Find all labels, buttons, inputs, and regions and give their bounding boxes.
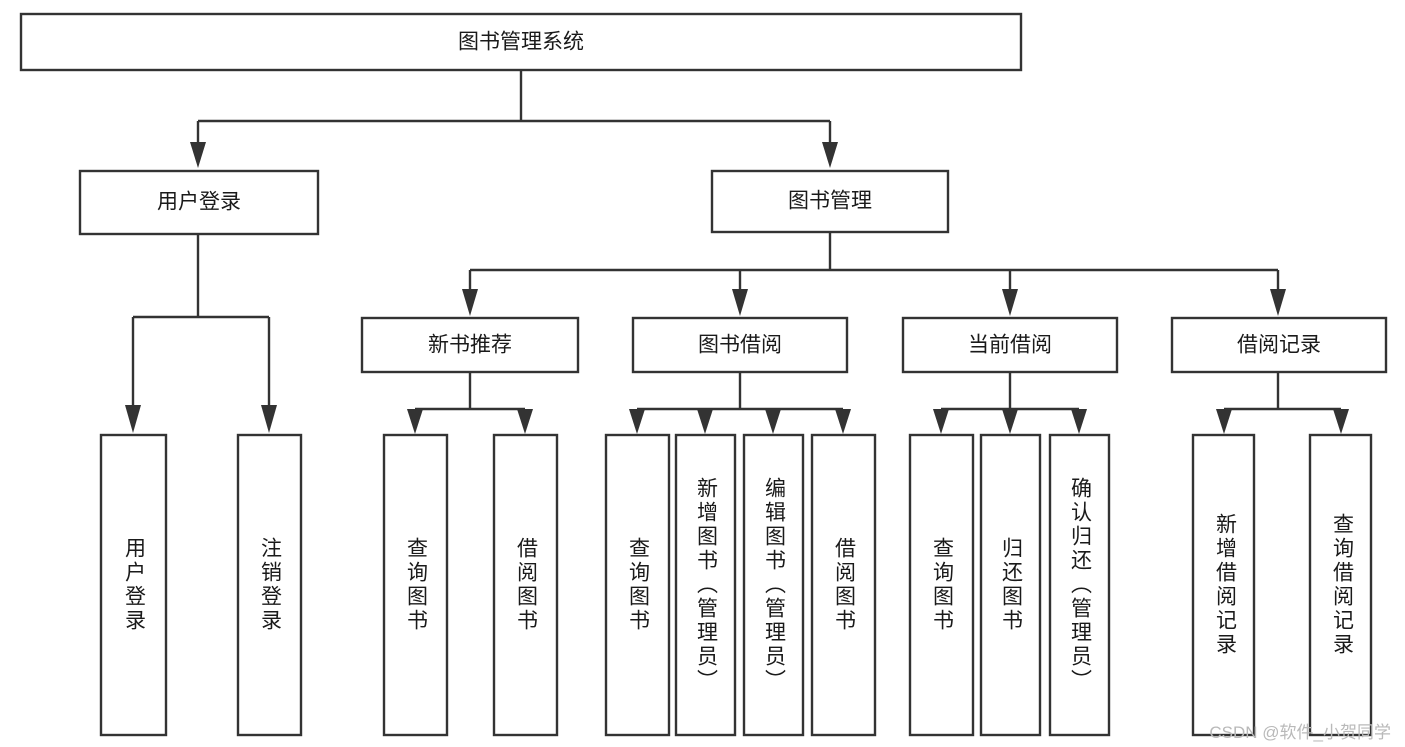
arrow-root-to-user-login [190,142,206,168]
node-leaf-user-logout[interactable]: 注销登录 [236,433,303,737]
arrow-br-leaf-1 [1216,409,1232,434]
node-leaf-return-book-label: 归还图书 [999,537,1023,633]
node-leaf-query-record[interactable]: 查询借阅记录 [1308,433,1373,737]
node-book-manage-box[interactable] [710,169,950,234]
node-leaf-user-logout-label: 注销登录 [258,537,282,633]
node-leaf-query-record-label: 查询借阅记录 [1330,513,1354,657]
arrow-bb-leaf-1 [629,409,645,434]
node-book-borrow[interactable]: 图书借阅 [631,316,849,374]
node-new-book-recommend-label: 新书推荐 [428,334,512,357]
node-leaf-borrow-book-1-label: 借阅图书 [514,537,538,633]
node-leaf-query-book-1-box[interactable] [382,433,449,737]
edge-group-current-borrow [933,372,1087,434]
node-root[interactable]: 图书管理系统 [19,12,1023,72]
node-leaf-query-book-3[interactable]: 查询图书 [908,433,975,737]
edge-group-root [190,70,838,168]
node-leaf-query-book-2-box[interactable] [604,433,671,737]
node-leaf-borrow-book-1[interactable]: 借阅图书 [492,433,559,737]
node-leaf-query-book-2[interactable]: 查询图书 [604,433,671,737]
node-leaf-user-logout-box[interactable] [236,433,303,737]
arrow-bb-leaf-3 [765,409,781,434]
edge-group-new-book-recommend [407,372,533,434]
arrow-root-to-book-manage [822,142,838,168]
node-leaf-borrow-book-2-label: 借阅图书 [832,537,856,633]
node-leaf-confirm-return[interactable]: 确认归还（管理员） [1048,433,1111,737]
node-root-label: 图书管理系统 [458,31,584,54]
edge-group-borrow-record [1216,372,1349,434]
node-leaf-return-book-box[interactable] [979,433,1042,737]
arrow-cb-leaf-2 [1002,409,1018,434]
node-leaf-add-record[interactable]: 新增借阅记录 [1191,433,1256,737]
node-leaf-query-book-2-label: 查询图书 [626,537,650,633]
node-leaf-borrow-book-2-box[interactable] [810,433,877,737]
arrow-bm-current-borrow [1002,289,1018,316]
node-user-login-box[interactable] [78,169,320,236]
arrow-cb-leaf-3 [1071,409,1087,434]
node-book-borrow-label: 图书借阅 [698,334,782,357]
node-borrow-record-label: 借阅记录 [1237,334,1321,357]
node-root-box[interactable] [19,12,1023,72]
edge-group-user-login [125,235,277,433]
node-leaf-query-book-1-label: 查询图书 [404,537,428,633]
edge-group-book-manage [462,232,1286,316]
node-new-book-recommend-box[interactable] [360,316,580,374]
node-leaf-return-book[interactable]: 归还图书 [979,433,1042,737]
node-leaf-borrow-book-2[interactable]: 借阅图书 [810,433,877,737]
node-leaf-query-book-3-label: 查询图书 [930,537,954,633]
arrow-nbr-leaf-2 [517,409,533,434]
node-leaf-add-record-box[interactable] [1191,433,1256,737]
node-leaf-user-login-box[interactable] [99,433,168,737]
node-leaf-add-record-label: 新增借阅记录 [1213,513,1237,657]
node-leaf-user-login[interactable]: 用户登录 [99,433,168,737]
node-book-borrow-box[interactable] [631,316,849,374]
arrow-bb-leaf-2 [697,409,713,434]
node-leaf-add-book[interactable]: 新增图书（管理员） [674,433,737,737]
node-leaf-confirm-return-box[interactable] [1048,433,1111,737]
arrow-cb-leaf-1 [933,409,949,434]
node-leaf-query-book-1[interactable]: 查询图书 [382,433,449,737]
node-book-manage[interactable]: 图书管理 [710,169,950,234]
arrow-user-login-leaf-1 [125,405,141,433]
node-leaf-add-book-box[interactable] [674,433,737,737]
node-current-borrow-label: 当前借阅 [968,334,1052,357]
node-user-login-label: 用户登录 [157,191,241,214]
arrow-bm-borrow-record [1270,289,1286,316]
arrow-bb-leaf-4 [835,409,851,434]
node-leaf-add-book-label: 新增图书（管理员） [694,477,718,693]
node-leaf-confirm-return-label: 确认归还（管理员） [1068,477,1092,693]
node-leaf-edit-book[interactable]: 编辑图书（管理员） [742,433,805,737]
arrow-bm-book-borrow [732,289,748,316]
node-user-login[interactable]: 用户登录 [78,169,320,236]
csdn-watermark: CSDN @软件_小贺同学 [1209,723,1391,742]
arrow-br-leaf-2 [1333,409,1349,434]
node-book-manage-label: 图书管理 [788,190,872,213]
node-leaf-query-record-box[interactable] [1308,433,1373,737]
node-leaf-user-login-label: 用户登录 [122,537,146,633]
node-leaf-query-book-3-box[interactable] [908,433,975,737]
edge-group-book-borrow [629,372,851,434]
node-borrow-record-box[interactable] [1170,316,1388,374]
arrow-nbr-leaf-1 [407,409,423,434]
node-new-book-recommend[interactable]: 新书推荐 [360,316,580,374]
node-current-borrow-box[interactable] [901,316,1119,374]
arrow-bm-new-book-recommend [462,289,478,316]
node-borrow-record[interactable]: 借阅记录 [1170,316,1388,374]
node-leaf-edit-book-label: 编辑图书（管理员） [762,477,786,693]
arrow-user-login-leaf-2 [261,405,277,433]
node-leaf-borrow-book-1-box[interactable] [492,433,559,737]
node-current-borrow[interactable]: 当前借阅 [901,316,1119,374]
node-leaf-edit-book-box[interactable] [742,433,805,737]
